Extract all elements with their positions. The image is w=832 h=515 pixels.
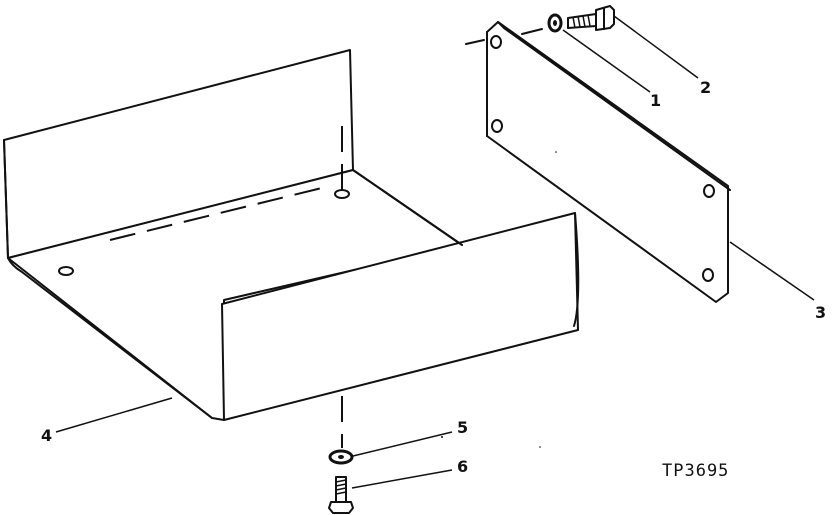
washer-bottom	[328, 449, 354, 465]
callout-5: 5	[457, 418, 468, 437]
callout-4: 4	[41, 426, 52, 445]
cap-screw-top	[567, 5, 615, 31]
plate-hole-2	[491, 119, 503, 133]
cap-screw-bottom	[328, 476, 354, 514]
channel-shield	[3, 49, 580, 421]
figure-id: TP3695	[662, 461, 729, 481]
plate	[465, 21, 731, 303]
shield-front-wall	[221, 212, 579, 421]
callout-6: 6	[457, 457, 468, 476]
plate-hole-3	[703, 184, 715, 198]
plate-hole-1	[490, 35, 502, 49]
shield-hole-rear	[334, 189, 350, 199]
callout-3: 3	[815, 303, 826, 322]
leader-lines	[55, 15, 815, 489]
plate-hole-4	[702, 268, 714, 282]
shield-hole-left	[58, 266, 74, 276]
washer-top	[547, 13, 563, 33]
callout-1: 1	[650, 91, 661, 110]
callout-2: 2	[700, 78, 711, 97]
